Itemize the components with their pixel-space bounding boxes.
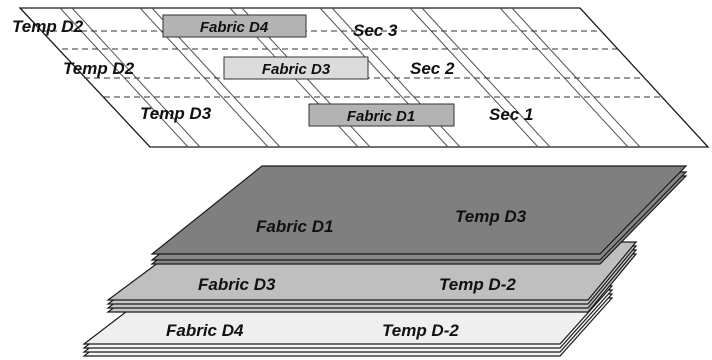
layer3-temp-label: Temp D-2	[382, 321, 459, 340]
layer3-fabric-label: Fabric D4	[166, 321, 244, 340]
layer2-fabric-label: Fabric D3	[198, 275, 276, 294]
row1-temp-label: Temp D3	[140, 104, 212, 123]
fabric-d1-box	[308, 103, 455, 127]
layer1-temp-label: Temp D3	[455, 207, 527, 226]
row3-fabric-label: Fabric D4	[200, 19, 269, 36]
fabric-d3-box	[223, 56, 369, 80]
layer1-fabric-label: Fabric D1	[256, 217, 333, 236]
row2-section-label: Sec 2	[410, 59, 455, 78]
row2-temp-label: Temp D2	[63, 59, 135, 78]
row1-fabric-label: Fabric D1	[347, 108, 415, 125]
row3-section-label: Sec 3	[353, 21, 398, 40]
row3-temp-label: Temp D2	[12, 17, 84, 36]
layer-fabric-d1: Fabric D1 Temp D3	[150, 165, 688, 265]
sectioned-panel: Temp D2 Fabric D4 Sec 3 Temp D2 Fabric D…	[12, 7, 710, 148]
fabric-d4-box	[162, 14, 307, 38]
row2-fabric-label: Fabric D3	[262, 61, 331, 78]
layer-top-sheet	[150, 165, 688, 255]
layer2-temp-label: Temp D-2	[439, 275, 516, 294]
row1-section-label: Sec 1	[489, 105, 533, 124]
